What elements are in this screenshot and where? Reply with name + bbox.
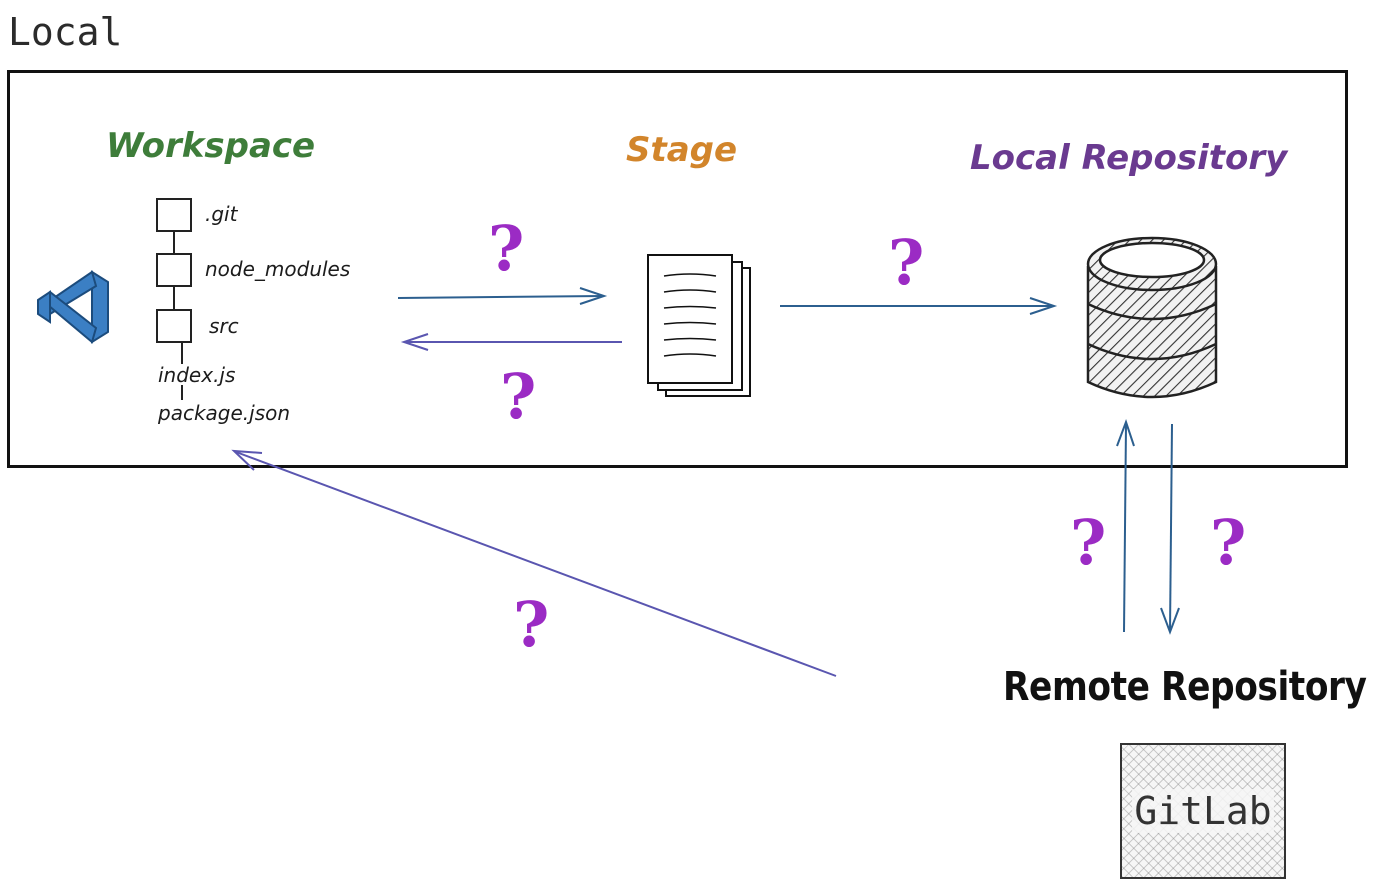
question-mark-add: ? <box>488 212 525 285</box>
question-mark-commit: ? <box>888 226 925 299</box>
question-mark-fetch: ? <box>1070 506 1107 579</box>
question-mark-restore: ? <box>500 360 537 433</box>
file-src: src <box>209 314 239 338</box>
remote-repository-title: Remote Repository <box>1003 664 1367 710</box>
folder-box-git <box>156 198 192 232</box>
gitlab-label: GitLab <box>1132 789 1274 833</box>
local-repository-heading: Local Repository <box>970 138 1288 178</box>
file-node-modules: node_modules <box>205 257 351 281</box>
local-title: Local <box>8 10 123 54</box>
stage-heading: Stage <box>626 130 738 170</box>
file-git: .git <box>205 202 238 226</box>
folder-box-node-modules <box>156 253 192 287</box>
question-mark-push: ? <box>1210 506 1247 579</box>
question-mark-pull: ? <box>513 588 550 661</box>
gitlab-box: GitLab <box>1120 743 1286 879</box>
folder-box-src <box>156 309 192 343</box>
file-index-js: index.js <box>158 363 236 387</box>
file-package-json: package.json <box>158 401 291 425</box>
workspace-heading: Workspace <box>106 126 316 166</box>
